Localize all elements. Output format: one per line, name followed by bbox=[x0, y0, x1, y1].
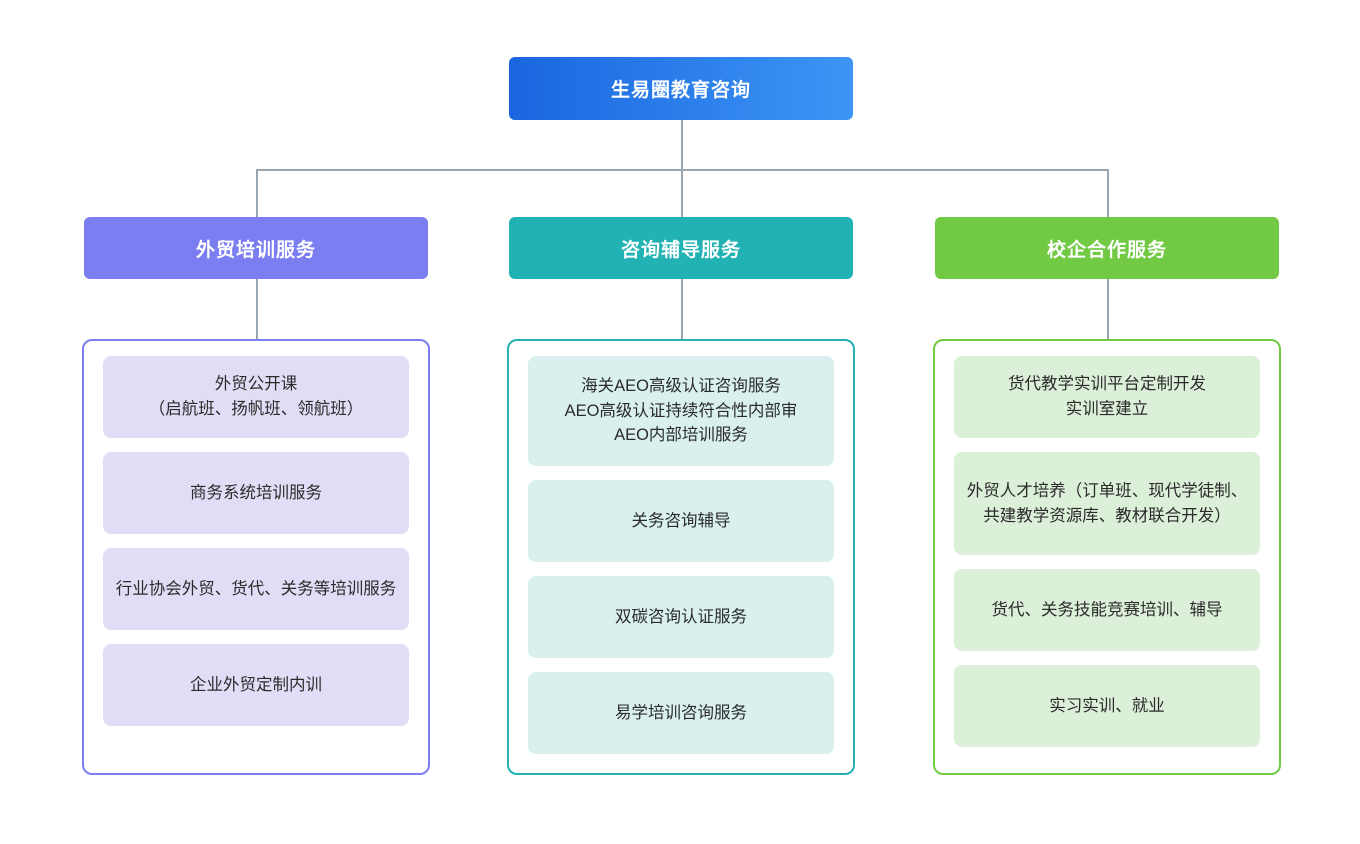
leaf-item[interactable]: 关务咨询辅导 bbox=[528, 480, 834, 562]
leaf-item[interactable]: 行业协会外贸、货代、关务等培训服务 bbox=[103, 548, 409, 630]
connector-drop-branch-1 bbox=[681, 169, 683, 218]
leaf-item[interactable]: 商务系统培训服务 bbox=[103, 452, 409, 534]
leaf-item[interactable]: 双碳咨询认证服务 bbox=[528, 576, 834, 658]
connector-drop-branch-2 bbox=[1107, 169, 1109, 218]
branch-body-zixun-fudao: 海关AEO高级认证咨询服务 AEO高级认证持续符合性内部审 AEO内部培训服务 … bbox=[507, 339, 855, 775]
root-node[interactable]: 生易圈教育咨询 bbox=[509, 57, 853, 120]
leaf-item[interactable]: 企业外贸定制内训 bbox=[103, 644, 409, 726]
leaf-item[interactable]: 外贸公开课 （启航班、扬帆班、领航班） bbox=[103, 356, 409, 438]
leaf-item[interactable]: 货代教学实训平台定制开发 实训室建立 bbox=[954, 356, 1260, 438]
branch-header-xiaoqi-hezuo[interactable]: 校企合作服务 bbox=[935, 217, 1279, 279]
connector-root-stem bbox=[681, 120, 683, 170]
connector-header-body-2 bbox=[1107, 279, 1109, 340]
branch-body-xiaoqi-hezuo: 货代教学实训平台定制开发 实训室建立 外贸人才培养（订单班、现代学徒制、共建教学… bbox=[933, 339, 1281, 775]
branch-header-waimao-peixun[interactable]: 外贸培训服务 bbox=[84, 217, 428, 279]
leaf-item[interactable]: 货代、关务技能竞赛培训、辅导 bbox=[954, 569, 1260, 651]
connector-header-body-0 bbox=[256, 279, 258, 340]
leaf-item[interactable]: 实习实训、就业 bbox=[954, 665, 1260, 747]
leaf-item[interactable]: 外贸人才培养（订单班、现代学徒制、共建教学资源库、教材联合开发） bbox=[954, 452, 1260, 555]
connector-header-body-1 bbox=[681, 279, 683, 340]
branch-header-zixun-fudao[interactable]: 咨询辅导服务 bbox=[509, 217, 853, 279]
leaf-item[interactable]: 海关AEO高级认证咨询服务 AEO高级认证持续符合性内部审 AEO内部培训服务 bbox=[528, 356, 834, 466]
branch-body-waimao-peixun: 外贸公开课 （启航班、扬帆班、领航班） 商务系统培训服务 行业协会外贸、货代、关… bbox=[82, 339, 430, 775]
leaf-item[interactable]: 易学培训咨询服务 bbox=[528, 672, 834, 754]
connector-drop-branch-0 bbox=[256, 169, 258, 218]
